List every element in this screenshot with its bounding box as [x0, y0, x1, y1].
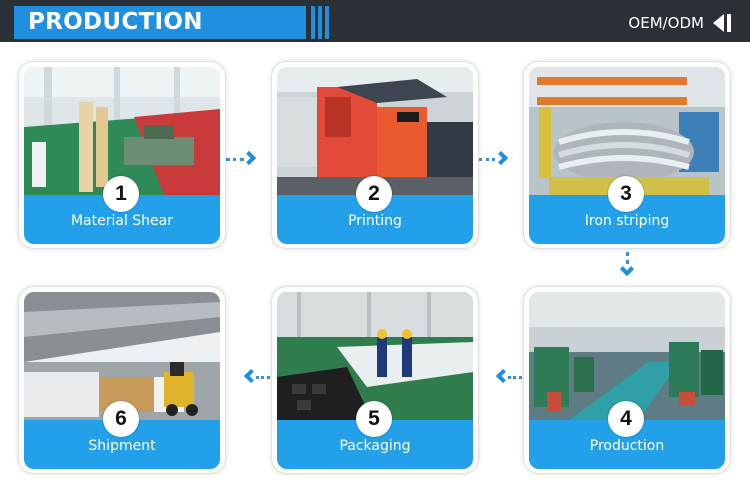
step-card-printing: 2 Printing	[272, 62, 478, 248]
step-label: Production	[589, 438, 665, 454]
chevron-right-icon	[493, 150, 509, 166]
play-left-icon	[713, 14, 724, 32]
step-card-packaging: 5 Packaging	[272, 287, 478, 473]
slitting-machine-photo	[529, 67, 725, 195]
step-label: Printing	[348, 213, 402, 229]
step-number-badge: 4	[608, 401, 644, 437]
oem-odm-label: OEM/ODM	[628, 14, 704, 32]
step-card-production: 4 Production	[524, 287, 730, 473]
connector-dots	[256, 376, 270, 379]
connector-dots	[508, 376, 522, 379]
oem-bar-icon	[727, 14, 731, 32]
chevron-down-icon	[619, 261, 635, 277]
factory-floor-photo	[24, 67, 220, 195]
connector-dots	[226, 158, 244, 161]
production-floor-photo	[529, 292, 725, 420]
step-number-badge: 3	[608, 176, 644, 212]
step-number-badge: 2	[356, 176, 392, 212]
title-stripe	[318, 6, 322, 39]
step-label: Shipment	[88, 438, 156, 454]
printing-machine-photo	[277, 67, 473, 195]
title-stripe	[325, 6, 329, 39]
header-bar: PRODUCTION PROCESS OEM/ODM	[0, 0, 750, 68]
step-number-badge: 5	[356, 401, 392, 437]
chevron-right-icon	[241, 150, 257, 166]
step-card-shipment: 6 Shipment	[19, 287, 225, 473]
step-card-iron-striping: 3 Iron striping	[524, 62, 730, 248]
step-number-badge: 6	[103, 401, 139, 437]
connector-dots	[626, 252, 629, 264]
step-label: Iron striping	[584, 213, 670, 229]
step-label: Material Shear	[70, 213, 174, 229]
page-title: PRODUCTION PROCESS	[14, 6, 306, 68]
step-card-material-shear: 1 Material Shear	[19, 62, 225, 248]
step-number-badge: 1	[103, 176, 139, 212]
title-stripe	[311, 6, 315, 39]
connector-dots	[479, 158, 495, 161]
step-label: Packaging	[339, 438, 411, 454]
